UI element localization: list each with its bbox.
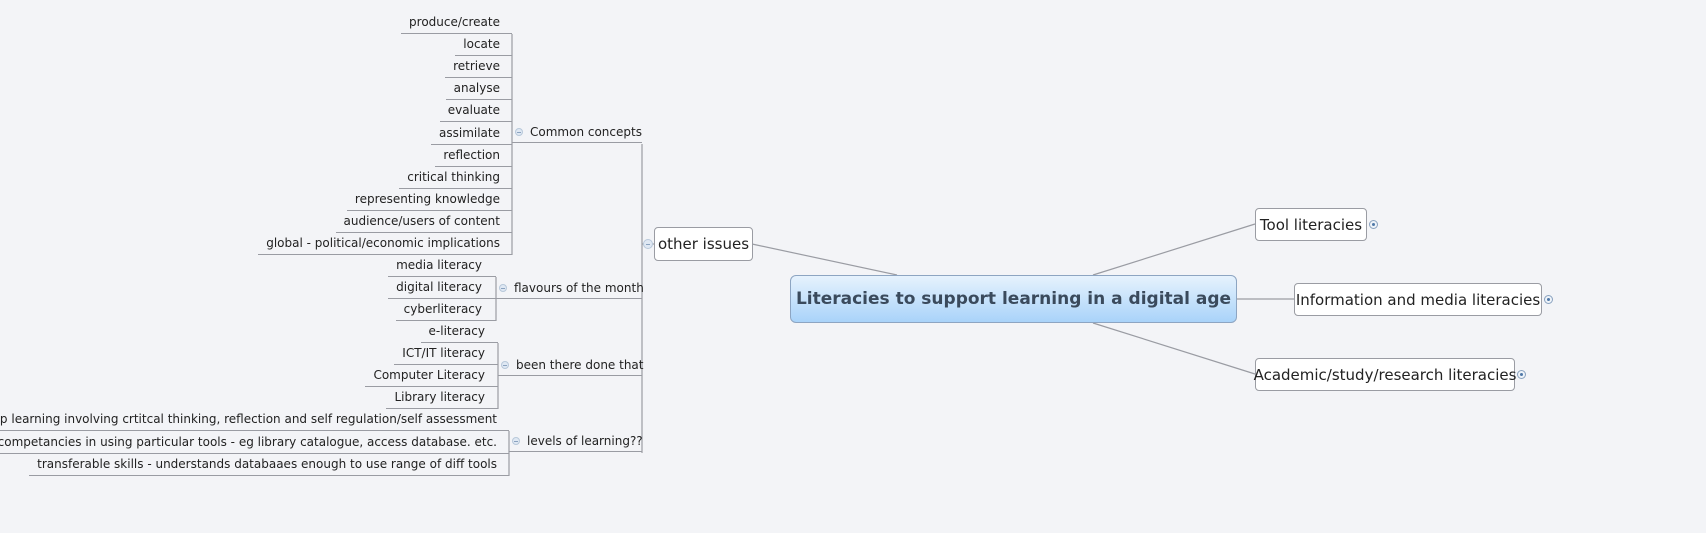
topic-other-issues[interactable]: other issues: [654, 227, 753, 261]
leaf-topic[interactable]: e-literacy: [420, 321, 498, 343]
leaf-topic[interactable]: media literacy: [388, 255, 496, 277]
central-topic-label: Literacies to support learning in a digi…: [795, 289, 1232, 309]
collapse-icon[interactable]: [643, 239, 653, 249]
leaf-topic[interactable]: retrieve: [445, 56, 512, 79]
central-topic[interactable]: Literacies to support learning in a digi…: [790, 275, 1237, 323]
central-to-academic: [1092, 322, 1256, 375]
subtopic[interactable]: Common concepts: [512, 122, 642, 143]
leaf-topic[interactable]: ICT/IT literacy: [394, 343, 498, 365]
leaf-topic[interactable]: skills/competancies in using particular …: [0, 432, 509, 454]
other-issues-to-central: [751, 243, 898, 276]
topic-label: Academic/study/research literacies: [1253, 365, 1517, 384]
subtopic-label: levels of learning??: [527, 434, 643, 448]
leaf-topic[interactable]: analyse: [445, 78, 512, 101]
collapse-icon[interactable]: [501, 361, 509, 369]
subtopic-label: flavours of the month: [514, 281, 644, 295]
topic-information-media-literacies[interactable]: Information and media literacies: [1294, 283, 1542, 316]
leaf-topic[interactable]: produce/create: [401, 12, 512, 34]
topic-tool-literacies[interactable]: Tool literacies: [1255, 208, 1367, 241]
leaf-topic[interactable]: reflection: [435, 145, 512, 167]
topic-label: Information and media literacies: [1295, 290, 1541, 309]
subtopic-label: been there done that: [516, 358, 644, 372]
leaf-topic[interactable]: assimilate: [431, 123, 512, 145]
expand-icon[interactable]: [1517, 370, 1526, 379]
leaf-topic[interactable]: Library literacy: [386, 387, 498, 409]
subtopic-label: Common concepts: [530, 125, 642, 139]
collapse-icon[interactable]: [515, 128, 523, 136]
leaf-topic[interactable]: locate: [455, 34, 512, 57]
topic-label: Tool literacies: [1259, 215, 1363, 234]
collapse-icon[interactable]: [499, 284, 507, 292]
topic-label: other issues: [657, 235, 750, 253]
subtopic[interactable]: levels of learning??: [509, 431, 643, 452]
topic-academic-literacies[interactable]: Academic/study/research literacies: [1253, 358, 1517, 391]
leaf-topic[interactable]: transferable skills - understands databa…: [29, 454, 509, 476]
leaf-topic[interactable]: critical thinking: [399, 167, 512, 189]
subtopic[interactable]: flavours of the month: [496, 278, 644, 299]
leaf-topic[interactable]: audience/users of content: [335, 211, 512, 233]
expand-icon[interactable]: [1544, 295, 1553, 304]
leaf-topic[interactable]: representing knowledge: [346, 189, 512, 211]
leaf-topic[interactable]: cyberliteracy: [395, 299, 496, 321]
collapse-icon[interactable]: [512, 437, 520, 445]
central-to-tool-literacies: [1092, 223, 1256, 276]
subtopic[interactable]: been there done that: [498, 355, 644, 376]
leaf-topic[interactable]: global - political/economic implications: [258, 233, 512, 255]
leaf-topic[interactable]: digital literacy: [388, 277, 496, 299]
leaf-topic[interactable]: deep learning involving crtitcal thinkin…: [0, 409, 509, 431]
leaf-topic[interactable]: Computer Literacy: [365, 365, 498, 387]
leaf-topic[interactable]: evaluate: [439, 100, 512, 123]
expand-icon[interactable]: [1369, 220, 1378, 229]
